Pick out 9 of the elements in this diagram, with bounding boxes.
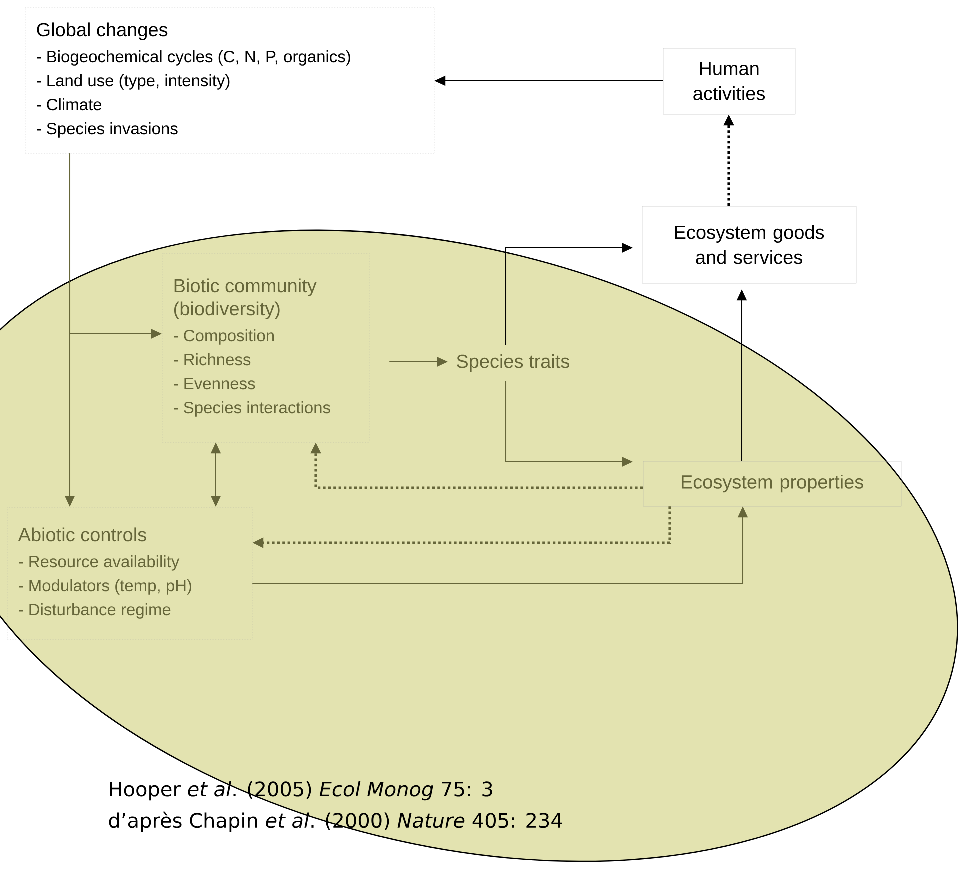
- process-box: Human activities: [663, 48, 796, 115]
- process-box: Abiotic controls - Resource availability - Modulators (temp, pH) - Disturbance regime: [7, 507, 253, 640]
- node-label: Species traits: [457, 354, 570, 372]
- process-box: Ecosystem goods and services: [642, 206, 857, 284]
- global-changes-box: Global changes - Biogeochemical cycles (C, N, P, organics) - Land use (type, intensity) - Climate - Species invasions: [25, 7, 435, 154]
- citation: Hooper et al. (2005) Ecol Monog 75: 3: [110, 781, 492, 801]
- citation: d’après Chapin et al. (2000) Nature 405: 234: [109, 812, 562, 832]
- process-box: Biotic community (biodiversity) - Composition - Richness - Evenness - Species interactions: [162, 253, 370, 443]
- process-box: Ecosystem properties: [643, 461, 902, 507]
